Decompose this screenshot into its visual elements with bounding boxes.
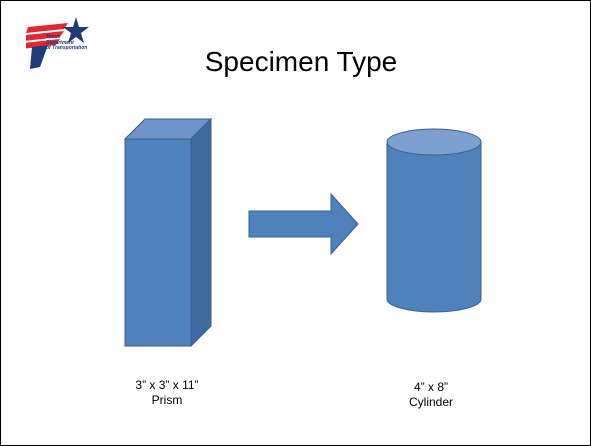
cylinder-caption: 4” x 8” Cylinder (361, 380, 501, 410)
prism-front (124, 138, 192, 347)
right-arrow (248, 192, 359, 256)
logo-text: Texas Department of Transportation (46, 34, 88, 52)
txdot-logo-icon (26, 17, 89, 69)
prism-name: Prism (151, 393, 183, 407)
cylinder-name: Cylinder (408, 395, 453, 409)
cylinder-dimensions: 4” x 8” (413, 380, 448, 394)
prism-shape (123, 117, 213, 348)
cylinder-shape (386, 128, 482, 313)
logo-line-department: Department (46, 39, 74, 46)
cylinder-top (386, 128, 482, 156)
prism-caption: 3” x 3” x 11” Prism (97, 378, 237, 408)
cylinder-body (386, 141, 482, 313)
logo-line-transportation: of Transportation (46, 45, 88, 52)
prism-side (190, 117, 212, 348)
prism-dimensions: 3” x 3” x 11” (135, 378, 199, 392)
logo-line-texas: Texas (46, 34, 60, 40)
slide-title: Specimen Type (204, 46, 398, 77)
